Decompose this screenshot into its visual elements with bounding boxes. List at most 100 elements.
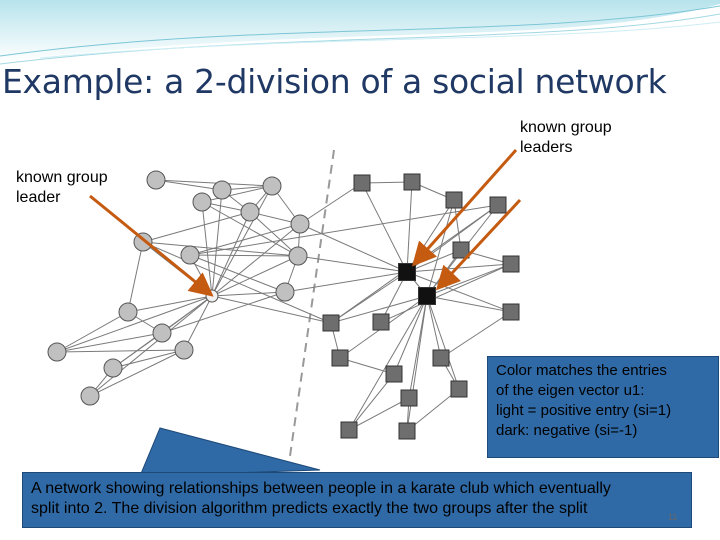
node-dark [385,365,403,383]
caption-line: A network showing relationships between … [31,480,611,497]
network-edge [112,349,185,369]
slide-title: Example: a 2-division of a social networ… [2,62,667,101]
node-dark [331,349,349,367]
node-dark [489,196,507,214]
known-group-leader-label: known group leader [16,168,136,208]
network-edge [393,295,428,375]
node-dark [502,255,520,273]
network-edge [155,179,273,187]
node-light [133,232,153,252]
node-light [290,214,310,234]
node-light [180,245,200,265]
caption-line: split into 2. The division algorithm pre… [31,500,588,517]
network-edge [426,295,460,390]
network-edge [330,295,428,324]
network-edge [297,255,408,273]
label-line: leader [16,189,61,206]
label-line: leaders [520,139,573,156]
network-edge [142,241,213,297]
node-light [288,246,308,266]
node-dark [372,313,390,331]
node-light [80,386,100,406]
node-dark [450,380,468,398]
callout-line: light = positive entry (si=1) [496,402,672,419]
node-light [146,170,166,190]
color-legend-callout: Color matches the entries of the eigen v… [487,356,719,458]
known-group-leaders-label: known group leaders [520,118,640,158]
network-edge [155,179,223,191]
network-edge [426,295,512,313]
network-edge [56,311,129,353]
callout-line: Color matches the entries [496,362,667,379]
label-line: known group [520,119,612,136]
leader-node-dark [418,287,436,305]
network-edge [89,349,185,397]
network-edge [189,204,499,256]
node-light [47,342,67,362]
node-light [118,302,138,322]
callout-line: of the eigen vector u1: [496,382,645,399]
node-light [174,340,194,360]
caption-callout: A network showing relationships between … [22,472,692,528]
network-edge [127,295,213,313]
network-edge [211,189,223,297]
network-edge [348,295,428,431]
network-edge [299,223,408,273]
network-edge [56,332,163,353]
network-edge [348,373,395,431]
network-edge [299,182,363,225]
network-edge [406,271,512,313]
network-edge [408,295,428,399]
callout-line: dark: negative (si=-1) [496,422,638,439]
network-edge [426,295,442,359]
node-dark [340,421,358,439]
node-light [262,176,282,196]
page-number: 11 [668,512,678,522]
node-dark [400,389,418,407]
network-edge [406,388,460,432]
node-dark [452,241,470,259]
node-dark [502,303,520,321]
node-light [103,358,123,378]
node-light [152,323,172,343]
network-edge [211,211,251,297]
network-edge [339,357,395,375]
leader-node-dark [398,263,416,281]
callout-text: Color matches the entries of the eigen v… [496,361,716,441]
network-edge [201,201,299,257]
network-edge [127,241,144,313]
network-edge [249,211,299,257]
node-light [240,202,260,222]
wave-line-1 [0,5,720,57]
network-edge [56,349,185,353]
network-edge [348,397,410,431]
network-edge [211,295,332,324]
node-light [212,180,232,200]
network-edge [211,223,301,297]
network-edge [211,255,299,297]
node-dark [445,191,463,209]
network-edge [183,295,213,351]
node-dark [432,349,450,367]
network-edge [361,182,408,273]
division-line [287,149,335,471]
network-edge [211,185,273,297]
wave-line-2 [0,13,720,65]
node-light [192,192,212,212]
label-line: known group [16,169,108,186]
network-edge [142,211,251,243]
caption-text: A network showing relationships between … [31,479,691,519]
wave-line-3 [39,21,720,59]
node-dark [403,173,421,191]
network-edge [284,271,408,293]
network-edge [189,254,286,293]
leader-node-light [205,289,219,303]
network-edge [406,295,428,432]
network-edge [56,295,213,353]
network-edge [189,254,299,257]
network-edge [406,181,413,273]
node-dark [353,174,371,192]
network-edge [406,199,455,273]
